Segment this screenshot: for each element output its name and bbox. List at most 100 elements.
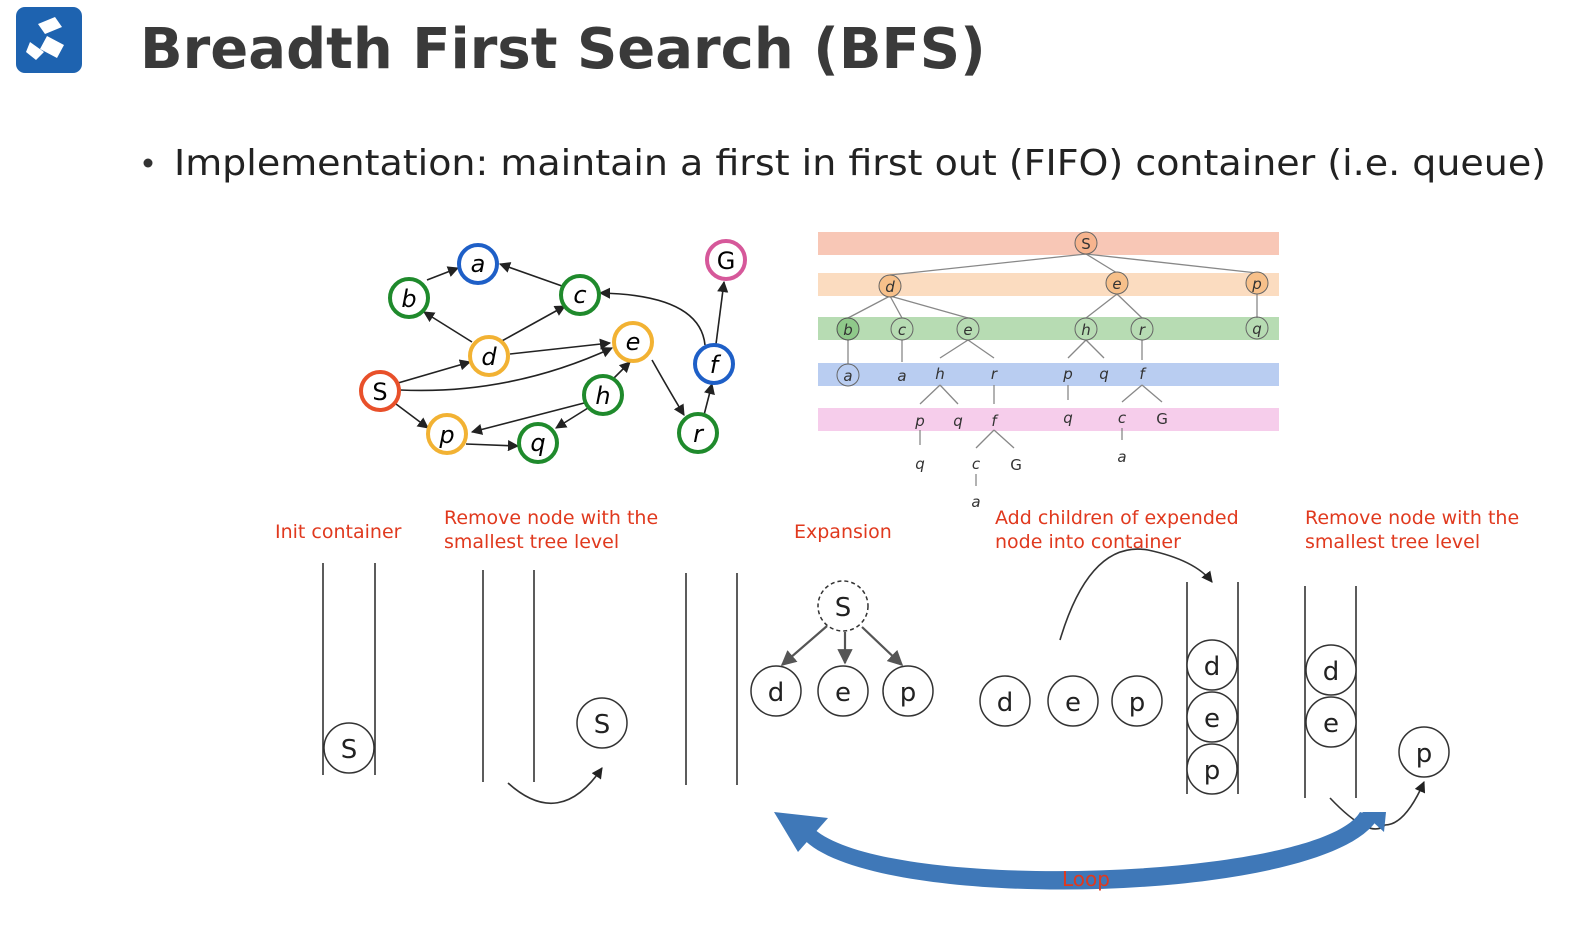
svg-text:f: f (1139, 365, 1147, 383)
svg-text:p: p (1251, 275, 1262, 293)
svg-text:h: h (1081, 321, 1091, 339)
svg-text:c: c (898, 321, 907, 339)
graph-node-q: q (517, 422, 559, 464)
tree-band-level1 (818, 273, 1279, 296)
graph-node-e: e (612, 321, 654, 363)
graph-node-d: d (468, 335, 510, 377)
svg-text:G: G (717, 247, 736, 275)
svg-text:G: G (1156, 410, 1168, 428)
svg-text:d: d (481, 343, 497, 371)
caption-add-a: Add children of expended (995, 507, 1239, 529)
svg-text:b: b (401, 285, 416, 313)
svg-text:f: f (991, 412, 999, 430)
svg-text:r: r (693, 420, 705, 448)
child-node-d: d (750, 665, 802, 717)
svg-text:c: c (1118, 409, 1127, 427)
pending-node-e: e (1047, 675, 1099, 727)
bullet-dot (143, 158, 153, 168)
svg-text:c: c (573, 281, 586, 309)
svg-text:a: a (971, 493, 980, 511)
svg-text:h: h (595, 382, 610, 410)
svg-text:G: G (1010, 456, 1022, 474)
svg-text:h: h (935, 365, 945, 383)
svg-text:q: q (1252, 320, 1262, 338)
svg-text:e: e (1204, 704, 1220, 734)
graph-node-a: a (457, 243, 499, 285)
svg-text:a: a (471, 250, 486, 278)
final-queue-node-e: e (1305, 696, 1357, 748)
graph-node-h: h (582, 374, 624, 416)
caption-remove-1a: Remove node with the (444, 507, 658, 529)
svg-text:r: r (1139, 321, 1146, 339)
s-logo-icon (16, 7, 82, 73)
caption-add-b: node into container (995, 531, 1181, 553)
svg-text:p: p (914, 412, 925, 430)
svg-text:q: q (530, 429, 545, 457)
caption-init: Init container (275, 521, 402, 543)
svg-text:p: p (438, 421, 454, 449)
svg-text:b: b (843, 321, 853, 339)
caption-remove-2a: Remove node with the (1305, 507, 1519, 529)
svg-text:e: e (835, 678, 851, 708)
svg-text:S: S (341, 735, 358, 765)
svg-text:a: a (1117, 448, 1126, 466)
svg-text:d: d (1323, 657, 1340, 687)
removed-node-s: S (576, 697, 628, 749)
svg-text:a: a (897, 367, 906, 385)
svg-text:d: d (768, 678, 785, 708)
removed-node-p: p (1398, 726, 1450, 778)
queue-node-p: p (1186, 743, 1238, 795)
expanded-node-s: S (817, 580, 869, 632)
graph-node-b: b (388, 277, 430, 319)
tree-band-level4 (818, 408, 1279, 431)
graph-node-r: r (677, 412, 719, 454)
pending-node-d: d (979, 675, 1031, 727)
svg-text:e: e (626, 328, 641, 356)
caption-remove-2b: smallest tree level (1305, 531, 1480, 553)
tree-band-level0 (818, 232, 1279, 255)
movement-arrows (507, 548, 1426, 830)
graph-nodes: S a b c d e f G h p q r (359, 239, 747, 464)
graph-node-p: p (426, 413, 468, 455)
state-space-graph (395, 262, 729, 452)
svg-text:e: e (1323, 709, 1339, 739)
svg-text:q: q (953, 412, 963, 430)
init-node-s: S (323, 722, 375, 774)
svg-text:e: e (963, 321, 972, 339)
graph-node-c: c (559, 274, 601, 316)
svg-text:c: c (972, 455, 981, 473)
bullet-text: Implementation: maintain a first in firs… (174, 143, 1546, 184)
svg-text:q: q (1099, 365, 1109, 383)
graph-node-g: G (705, 239, 747, 281)
queue-node-d: d (1186, 639, 1238, 691)
svg-text:S: S (372, 378, 387, 406)
loop-arrow: Loop (774, 812, 1386, 891)
graph-node-s: S (359, 370, 401, 412)
svg-text:r: r (991, 365, 998, 383)
queue-node-e: e (1186, 691, 1238, 743)
child-node-p: p (882, 665, 934, 717)
svg-text:e: e (1065, 688, 1081, 718)
svg-text:p: p (900, 678, 917, 708)
svg-text:d: d (1204, 652, 1221, 682)
page-title: Breadth First Search (BFS) (140, 17, 986, 82)
queue-nodes: S S S d e p d e p d e p d e p (323, 580, 1450, 795)
caption-expansion: Expansion (794, 521, 892, 543)
loop-label: Loop (1062, 867, 1110, 891)
svg-text:p: p (1062, 365, 1073, 383)
tree-band-level2 (818, 317, 1279, 340)
svg-text:d: d (997, 688, 1014, 718)
svg-text:a: a (843, 367, 852, 385)
svg-text:q: q (1063, 409, 1073, 427)
svg-text:d: d (885, 278, 895, 296)
caption-remove-1b: smallest tree level (444, 531, 619, 553)
tree-band-level3 (818, 363, 1279, 386)
svg-text:p: p (1204, 756, 1221, 786)
final-queue-node-d: d (1305, 644, 1357, 696)
step-captions: Init container Remove node with the smal… (275, 507, 1519, 553)
pending-node-p: p (1111, 675, 1163, 727)
queue-containers (322, 563, 1357, 798)
svg-text:e: e (1112, 275, 1121, 293)
svg-text:S: S (835, 593, 852, 623)
